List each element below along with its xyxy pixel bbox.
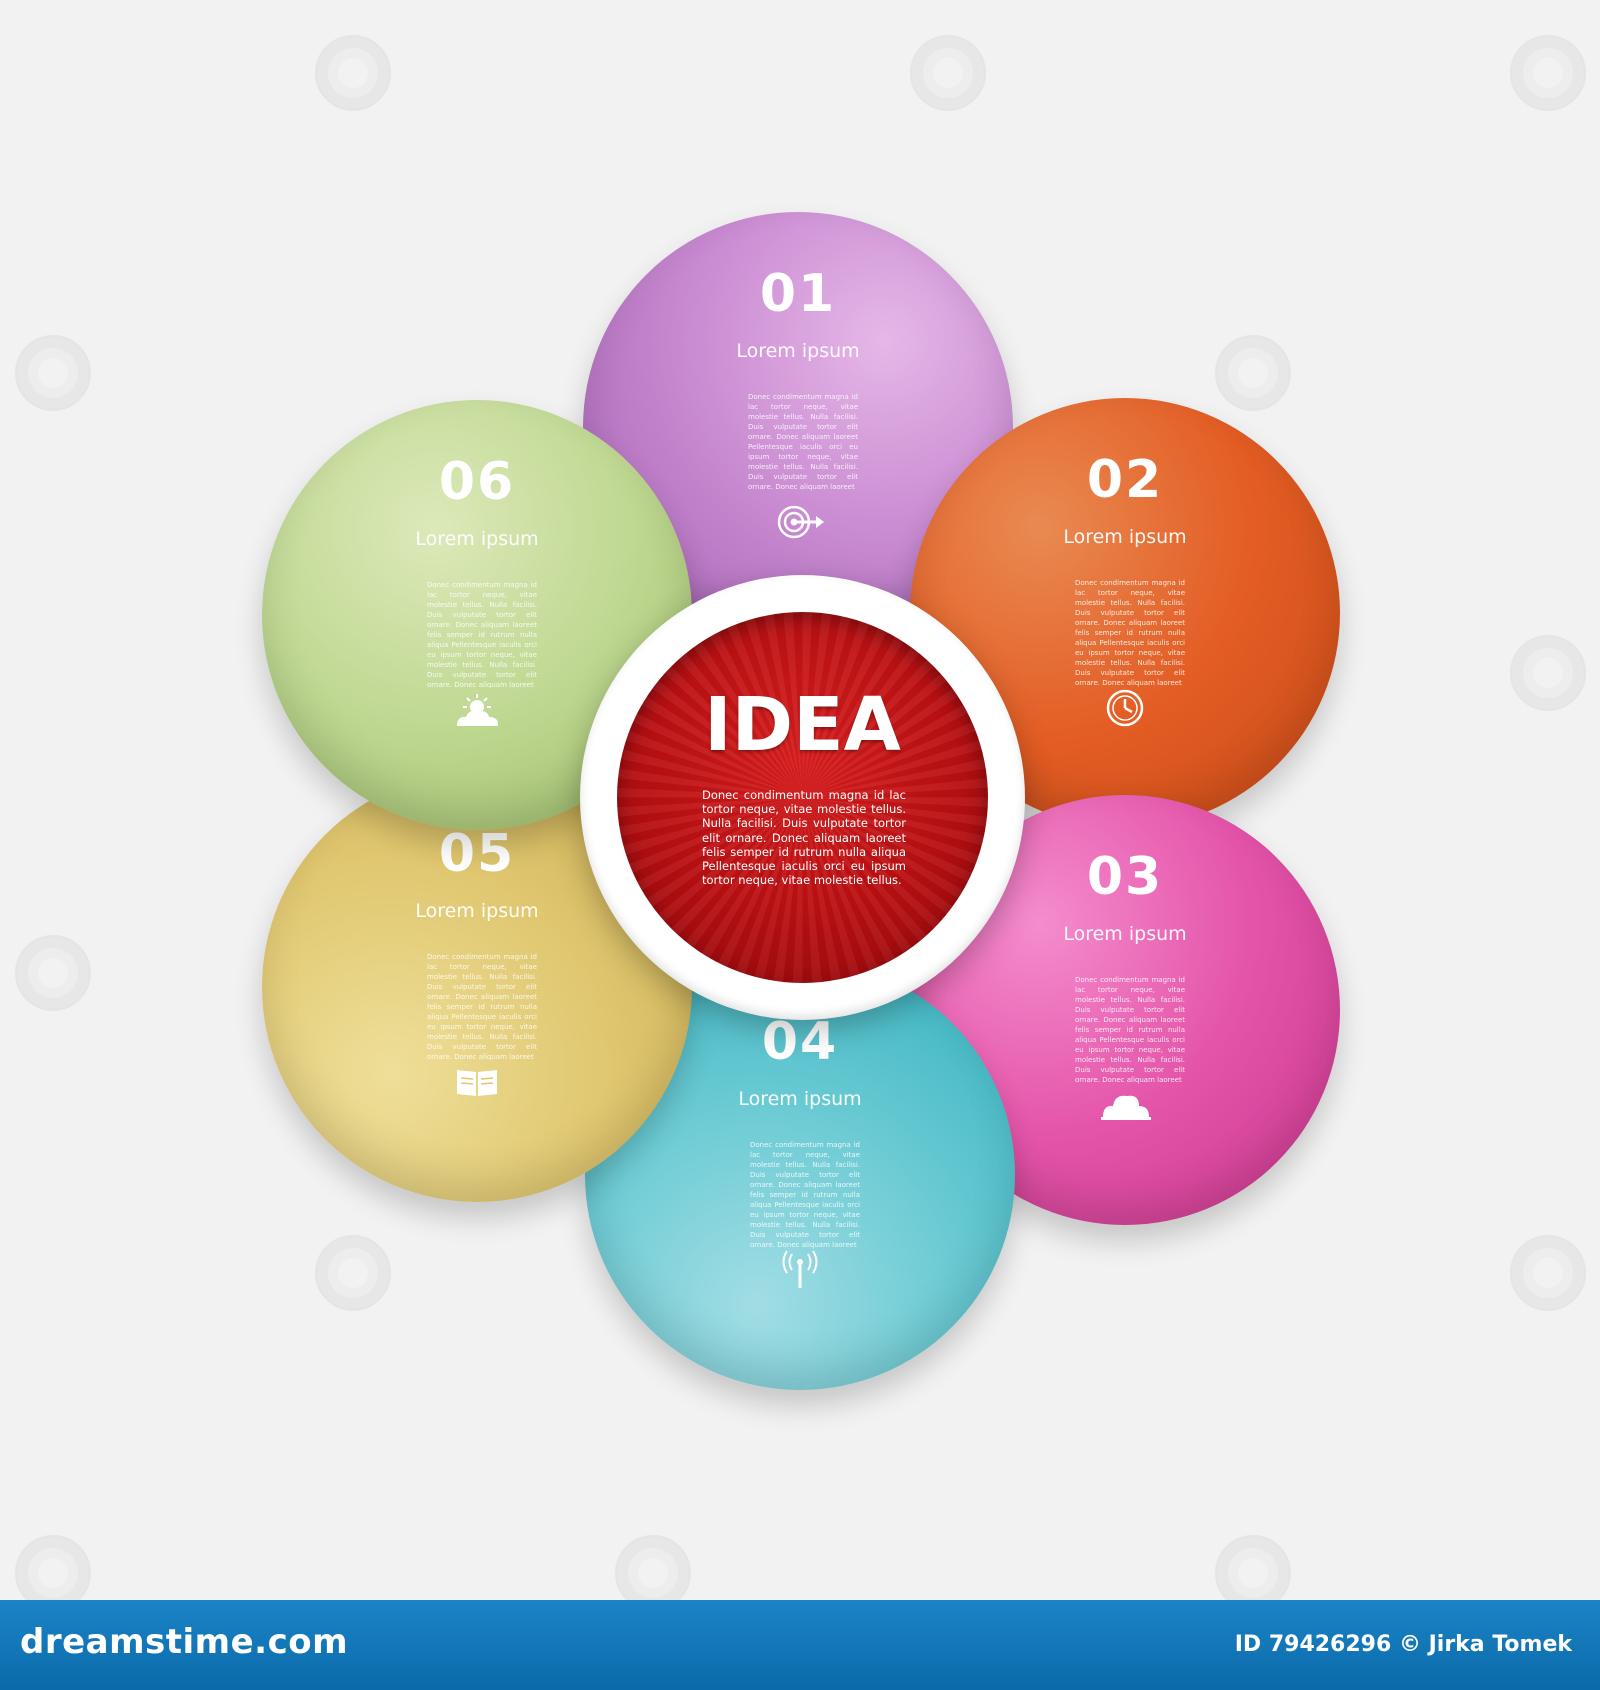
watermark-swirl <box>1510 35 1586 111</box>
watermark-swirl <box>1510 1235 1586 1311</box>
target-icon <box>777 505 824 539</box>
watermark-swirl <box>15 935 91 1011</box>
petal-body-text: Donec condimentum magna id lac tortor ne… <box>427 953 537 1061</box>
book-icon <box>457 1070 497 1096</box>
petal-number: 03 <box>1086 847 1164 907</box>
cloud-icon <box>1101 1095 1151 1120</box>
watermark-swirl <box>15 335 91 411</box>
petal-title: Lorem ipsum <box>738 1088 862 1110</box>
petal-number: 02 <box>1086 450 1164 510</box>
center-core <box>617 612 988 983</box>
image-credit: ID 79426296 © Jirka Tomek <box>1234 1632 1572 1657</box>
petal-04: 04 Lorem ipsum Donec condimentum magna i… <box>585 960 1015 1390</box>
sun-cloud-icon <box>457 694 499 726</box>
petal-02: 02 Lorem ipsum Donec condimentum magna i… <box>910 398 1340 828</box>
antenna-icon <box>782 1250 818 1288</box>
watermark-swirl <box>1510 635 1586 711</box>
clock-icon <box>1106 689 1144 727</box>
center-body-text: Donec condimentum magna id lac tortor ne… <box>702 788 906 888</box>
petal-title: Lorem ipsum <box>415 900 539 922</box>
center-title: IDEA <box>704 682 901 768</box>
brand-logo: dreamstime.com <box>20 1622 349 1662</box>
watermark-swirl <box>1215 335 1291 411</box>
petal-body-text: Donec condimentum magna id lac tortor ne… <box>750 1141 860 1249</box>
petal-title: Lorem ipsum <box>415 528 539 550</box>
idea-flower-diagram: 01 Lorem ipsum Donec condimentum magna i… <box>262 212 1340 1390</box>
petal-body-text: Donec condimentum magna id lac tortor ne… <box>1075 976 1185 1084</box>
petal-body-text: Donec condimentum magna id lac tortor ne… <box>1075 579 1185 687</box>
watermark-swirl <box>315 35 391 111</box>
petal-title: Lorem ipsum <box>1063 526 1187 548</box>
petal-title: Lorem ipsum <box>1063 923 1187 945</box>
watermark-swirl <box>910 35 986 111</box>
petal-number: 01 <box>759 264 837 324</box>
petal-number: 04 <box>761 1012 839 1072</box>
watermark-swirl <box>315 1235 391 1311</box>
petal-number: 05 <box>438 824 516 884</box>
petal-body-text: Donec condimentum magna id lac tortor ne… <box>427 581 537 689</box>
petal-number: 06 <box>438 452 516 512</box>
footer-bar: dreamstime.com ID 79426296 © Jirka Tomek <box>0 1600 1600 1690</box>
petal-title: Lorem ipsum <box>736 340 860 362</box>
petal-body-text: Donec condimentum magna id lac tortor ne… <box>748 393 858 491</box>
